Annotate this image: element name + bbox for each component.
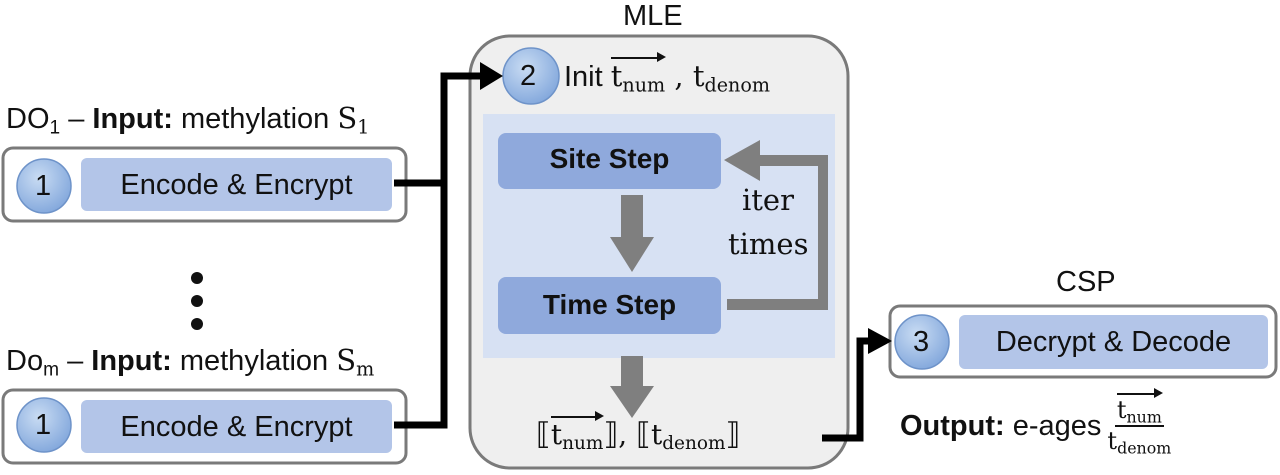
- ellipsis-dots: [191, 272, 203, 330]
- do1-header: DO1 – Input: methylation S1: [6, 101, 370, 139]
- csp-title: CSP: [1056, 266, 1116, 298]
- dom-step-circle: [16, 397, 72, 453]
- dom-action-label: Encode & Encrypt: [120, 411, 353, 443]
- mle-output-t-denom: tdenom: [650, 418, 726, 455]
- csp-action-box: [959, 315, 1268, 369]
- dom-step-number: 1: [35, 409, 52, 441]
- mle-init-prefix: Init: [564, 61, 603, 93]
- output-bold: Output:: [900, 409, 1005, 442]
- dom-header: Dom – Input: methylation Sm: [6, 343, 375, 381]
- do-to-mle-connector: [394, 72, 484, 429]
- do1-action-label: Encode & Encrypt: [120, 169, 353, 201]
- iter-label: iter: [742, 183, 794, 217]
- site-step-label: Site Step: [549, 143, 670, 174]
- iteration-loop-arrow: [724, 140, 828, 310]
- mle-to-csp-connector: [822, 337, 872, 442]
- mle-init-t-num: tnum: [610, 52, 667, 97]
- mle-init-t-denom: tdenom: [692, 59, 771, 97]
- time-step-label: Time Step: [542, 289, 677, 320]
- mle-title: MLE: [623, 0, 683, 32]
- csp-action-label: Decrypt & Decode: [995, 326, 1232, 358]
- output-fraction: tnum tdenom: [1107, 387, 1172, 458]
- loop-to-output-arrow: [610, 356, 654, 418]
- site-step-box: [498, 133, 721, 189]
- mle-output-values: ⟦tnum⟧, ⟦tdenom⟧: [536, 411, 741, 455]
- do1-step-circle: [16, 158, 72, 214]
- times-label: times: [728, 227, 809, 261]
- csp-step-circle: [894, 314, 950, 370]
- time-step-box: [498, 277, 721, 334]
- do1-step-number: 1: [35, 170, 52, 202]
- output-label: Output: e-ages tnum tdenom: [900, 387, 1172, 458]
- csp-step-number: 3: [913, 326, 930, 358]
- mle-to-csp-arrowhead: [868, 328, 892, 354]
- mle-init-label: Init tnum , tdenom: [564, 52, 771, 97]
- site-to-time-arrow: [610, 195, 654, 272]
- do1-action-box: [81, 158, 392, 211]
- mle-output-t-num: tnum: [550, 411, 605, 455]
- dom-action-box: [81, 400, 392, 453]
- output-rest: e-ages: [1012, 409, 1102, 442]
- mle-step-number: 2: [520, 60, 537, 92]
- do-to-mle-arrowhead: [480, 62, 503, 90]
